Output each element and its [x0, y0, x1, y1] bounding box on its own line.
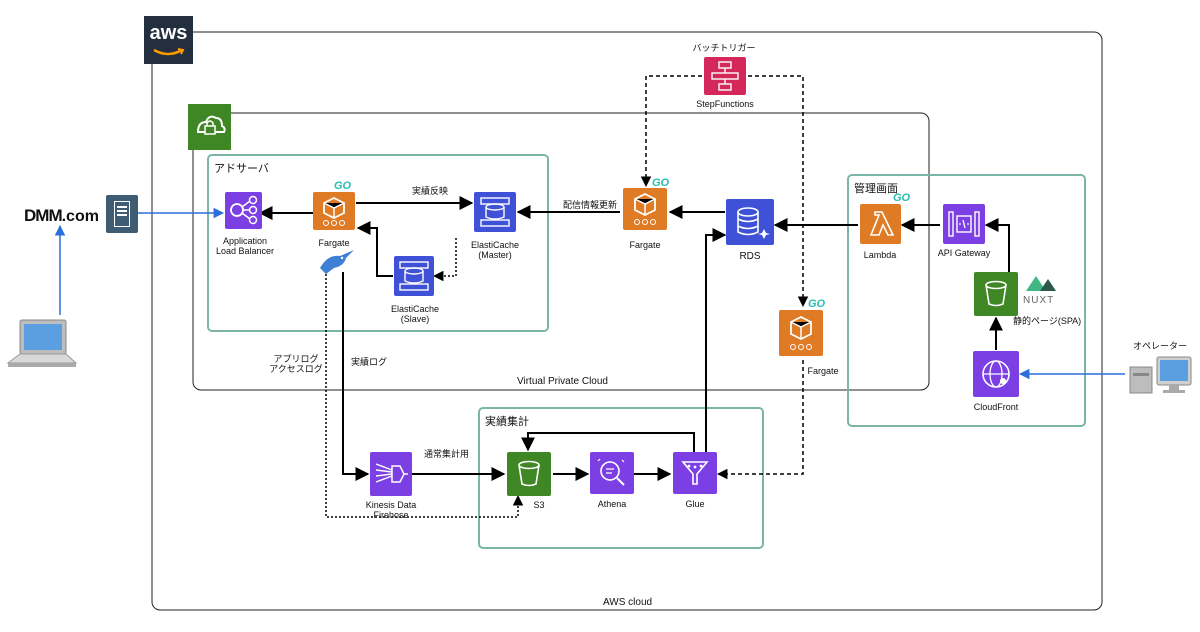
- aws-logo-text: aws: [149, 22, 188, 44]
- laptop-icon: [6, 317, 78, 375]
- s3-static-label: 静的ページ(SPA): [1013, 316, 1082, 326]
- aws-logo: aws: [144, 16, 193, 64]
- fargate-batch-label: Fargate: [807, 366, 839, 376]
- api-gateway-label: API Gateway: [937, 248, 991, 258]
- vpc-lock-icon: [188, 104, 231, 150]
- go-badge-icon: GO: [334, 180, 352, 192]
- glue-icon: [673, 452, 717, 494]
- fargate-delivery-icon: [623, 188, 667, 230]
- ad-server-group: [207, 154, 549, 332]
- firehose-label: Kinesis Data Firehose: [365, 500, 417, 520]
- edge-fargate-firehose: [342, 272, 370, 481]
- edge-label-result-log: 実績ログ: [351, 357, 388, 367]
- server-icon: [106, 195, 138, 233]
- lambda-label: Lambda: [863, 250, 897, 260]
- fargate-delivery-label: Fargate: [629, 240, 661, 250]
- fargate-batch-icon: [779, 310, 823, 356]
- edge-applog-s3: [325, 270, 524, 518]
- dmm-logo-main: DMM: [24, 206, 63, 225]
- athena-icon: [590, 452, 634, 494]
- edge-slave-fargate: [356, 221, 393, 277]
- aggregation-label: 実績集計: [485, 416, 529, 428]
- edge-label-result-reflect: 実績反映: [411, 186, 448, 196]
- dmm-logo-suffix: .com: [61, 208, 99, 225]
- edge-label-batch-trigger: バッチトリガー: [692, 43, 756, 53]
- alb-label: Application Load Balancer: [215, 236, 275, 256]
- admin-label: 管理画面: [854, 183, 898, 195]
- go-badge-delivery-icon: GO: [652, 177, 670, 189]
- cache-master-label: ElastiCache (Master): [470, 240, 520, 260]
- aws-cloud-group: [151, 31, 1103, 611]
- firehose-icon: [370, 452, 412, 496]
- alb-icon: [225, 192, 262, 229]
- glue-label: Glue: [685, 499, 705, 509]
- operator-label: オペレーター: [1132, 341, 1187, 351]
- lambda-icon: [860, 204, 901, 244]
- fargate-ad-label: Fargate: [318, 238, 350, 248]
- s3-static-icon: [974, 272, 1018, 316]
- fargate-ad-icon: [313, 192, 355, 230]
- dmm-logo: DMM.com: [24, 206, 99, 226]
- s3-icon: [507, 452, 551, 496]
- edge-glue-s3: [521, 432, 695, 452]
- cache-slave-icon: [394, 256, 434, 296]
- bird-icon: [318, 248, 358, 274]
- s3-label: S3: [533, 500, 545, 510]
- api-gateway-icon: [943, 204, 985, 244]
- nuxt-label: NUXT: [1023, 295, 1055, 306]
- nuxt-logo-icon: [1022, 274, 1062, 298]
- edge-master-slave: [432, 238, 457, 282]
- aws-cloud-label: AWS cloud: [603, 597, 653, 608]
- stepfunctions-icon: [704, 57, 746, 95]
- go-badge-lambda-icon: GO: [893, 192, 911, 204]
- desktop-computer-icon: [1127, 355, 1195, 399]
- cloudfront-label: CloudFront: [973, 402, 1019, 412]
- go-badge-batch-icon: GO: [808, 298, 826, 310]
- rds-label: RDS: [739, 251, 761, 262]
- cloudfront-icon: [973, 351, 1019, 397]
- stepfunctions-label: StepFunctions: [696, 99, 754, 109]
- edge-stepfn-delivery: [640, 75, 702, 188]
- vpc-group: [192, 112, 930, 391]
- edge-label-delivery-update: 配信情報更新: [562, 200, 617, 210]
- aws-smile-icon: [153, 48, 185, 56]
- athena-label: Athena: [597, 499, 627, 509]
- rds-icon: [726, 199, 774, 245]
- edge-s3static-apigw: [984, 218, 1010, 272]
- cache-master-icon: [474, 192, 516, 232]
- edge-label-app-log: アプリログ アクセスログ: [269, 354, 323, 374]
- aggregation-group: [478, 407, 764, 549]
- ad-server-label: アドサーバ: [214, 163, 269, 175]
- edge-glue-rds: [705, 228, 727, 452]
- edge-batch-glue: [716, 360, 804, 480]
- edge-stepfn-batch: [748, 75, 809, 308]
- admin-group: [847, 174, 1086, 427]
- cache-slave-label: ElastiCache (Slave): [390, 304, 440, 324]
- edge-label-normal-agg: 通常集計用: [424, 449, 470, 459]
- vpc-label: Virtual Private Cloud: [517, 376, 608, 387]
